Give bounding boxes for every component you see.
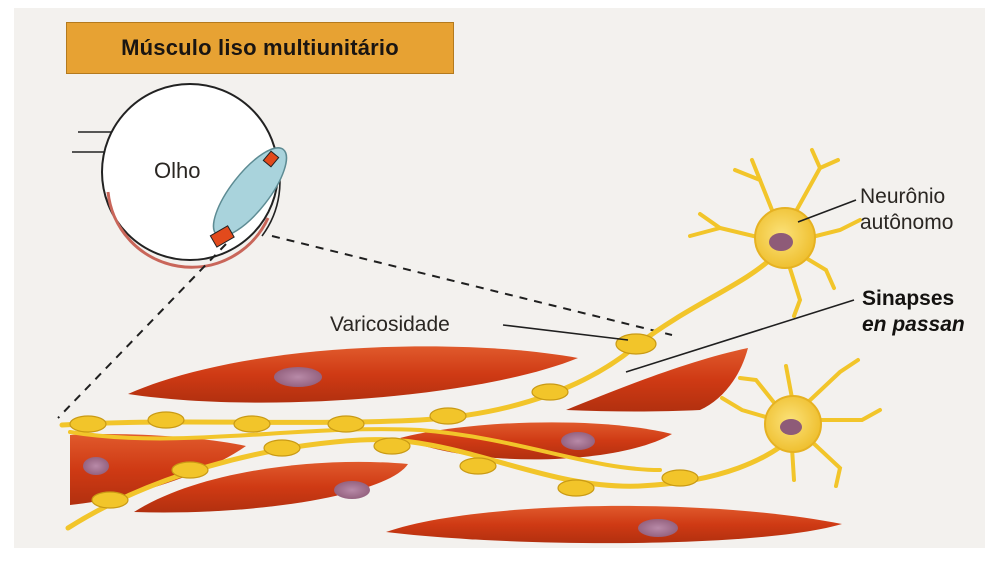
dendrite (806, 360, 858, 404)
dendrite (788, 262, 800, 316)
varicosity-bead (148, 412, 184, 428)
neuron-leader-line (798, 200, 856, 222)
varicosity-bead (662, 470, 698, 486)
dendrite (690, 228, 720, 236)
varicosity-bead (374, 438, 410, 454)
figure-title: Músculo liso multiunitário (121, 35, 399, 61)
muscle-nucleus (334, 481, 370, 499)
varicosity-bead (616, 334, 656, 354)
neuron-nucleus (780, 419, 802, 435)
varicosity-bead (430, 408, 466, 424)
dendrite (786, 366, 792, 398)
eye-label: Olho (154, 158, 200, 184)
neuron-label-line1: Neurônio (860, 184, 945, 210)
varicosity-bead (558, 480, 594, 496)
varicosity-bead (70, 416, 106, 432)
smooth-muscle-cells (70, 346, 842, 543)
muscle-cell (128, 346, 578, 402)
varicosity-bead (460, 458, 496, 474)
autonomic-neuron-upper (690, 150, 860, 316)
title-banner: Músculo liso multiunitário (66, 22, 454, 74)
muscle-cell (566, 348, 748, 412)
neuron-label-line2: autônomo (860, 210, 953, 236)
varicosity-bead (92, 492, 128, 508)
muscle-cell (400, 422, 672, 459)
synapses-label-line1: Sinapses (862, 286, 954, 312)
muscle-nucleus (638, 519, 678, 537)
muscle-nucleus (274, 367, 322, 387)
varicosity-bead (172, 462, 208, 478)
muscle-nucleus (561, 432, 595, 450)
varicosity-bead (264, 440, 300, 456)
muscle-nucleus (83, 457, 109, 475)
dendrite (814, 410, 880, 420)
neuron-nucleus (769, 233, 793, 251)
varicosity-bead (234, 416, 270, 432)
dendrite (820, 160, 838, 168)
varicosity-bead (532, 384, 568, 400)
varicosity-bead (328, 416, 364, 432)
muscle-cell (386, 506, 842, 543)
varicosity-label: Varicosidade (330, 312, 450, 338)
dendrite (810, 440, 840, 486)
varicosity-leader-line (503, 325, 628, 340)
synapses-label-line2: en passan (862, 312, 965, 338)
